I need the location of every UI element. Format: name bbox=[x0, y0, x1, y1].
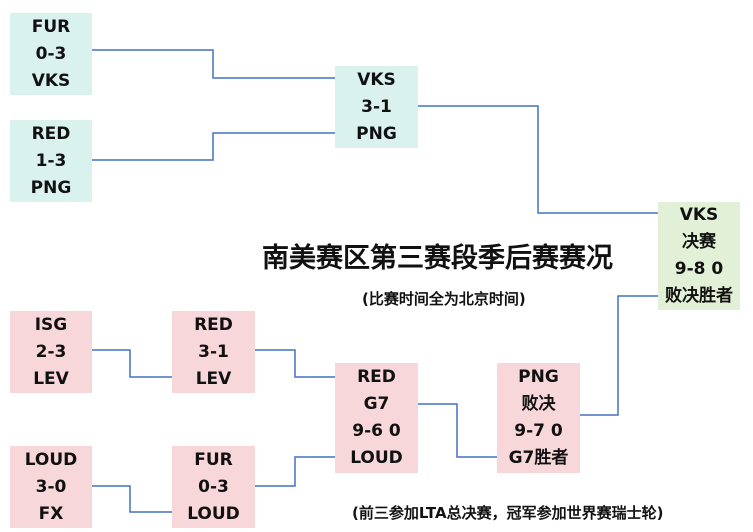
connector-red-lev bbox=[255, 349, 335, 378]
team-a: LOUD bbox=[24, 449, 78, 470]
match-fur-vks: FUR 0-3 VKS bbox=[10, 13, 92, 95]
match-red-loud-g7: RED G7 9-6 0 LOUD bbox=[335, 363, 418, 473]
connector-lower-final bbox=[580, 295, 658, 416]
team-b: LOUD bbox=[187, 503, 240, 524]
match-fur-loud: FUR 0-3 LOUD bbox=[172, 446, 255, 528]
team-b: PNG bbox=[30, 177, 72, 198]
team-a: ISG bbox=[34, 314, 68, 335]
match-loud-fx: LOUD 3-0 FX bbox=[10, 446, 92, 528]
team-a: VKS bbox=[357, 69, 396, 90]
connector-fur-vks bbox=[92, 49, 335, 79]
team-b: VKS bbox=[31, 70, 71, 91]
score: 3-1 bbox=[361, 96, 392, 117]
score: 0-3 bbox=[35, 43, 67, 64]
team-b: LEV bbox=[33, 368, 69, 389]
team-b: PNG bbox=[356, 123, 397, 144]
date: 9-8 0 bbox=[674, 259, 724, 279]
team-a: VKS bbox=[679, 205, 719, 225]
team-a: FUR bbox=[31, 16, 71, 37]
team-a: RED bbox=[31, 123, 71, 144]
connector-isg-lev bbox=[92, 349, 172, 378]
team-a: RED bbox=[194, 314, 233, 335]
team-b: LOUD bbox=[350, 448, 403, 468]
match-lower-final: PNG 败决 9-7 0 G7胜者 bbox=[497, 363, 580, 473]
team-a: PNG bbox=[518, 367, 559, 387]
team-a: FUR bbox=[194, 449, 233, 470]
score: 1-3 bbox=[35, 150, 67, 171]
score: 2-3 bbox=[35, 341, 67, 362]
match-red-lev: RED 3-1 LEV bbox=[172, 311, 255, 393]
connector-fur-loud bbox=[255, 456, 335, 487]
stage: 败决 bbox=[521, 394, 556, 414]
match-isg-lev: ISG 2-3 LEV bbox=[10, 311, 92, 393]
connector-g7 bbox=[418, 403, 497, 458]
date: 9-6 0 bbox=[352, 421, 401, 441]
match-upper-final: VKS 3-1 PNG bbox=[335, 66, 418, 148]
team-b: 败决胜者 bbox=[665, 286, 733, 306]
score: 3-1 bbox=[198, 341, 229, 362]
stage: 决赛 bbox=[682, 232, 716, 252]
team-b: LEV bbox=[195, 368, 232, 389]
page-subtitle: (比赛时间全为北京时间) bbox=[362, 290, 526, 308]
stage: G7 bbox=[363, 394, 390, 414]
connector-upper-final bbox=[418, 105, 658, 214]
date: 9-7 0 bbox=[514, 421, 563, 441]
connector-loud-fx bbox=[92, 485, 172, 513]
team-a: RED bbox=[357, 367, 396, 387]
connector-red-png bbox=[92, 132, 335, 161]
score: 0-3 bbox=[198, 476, 229, 497]
team-b: G7胜者 bbox=[508, 448, 569, 468]
page-title: 南美赛区第三赛段季后赛赛况 bbox=[262, 243, 613, 274]
score: 3-0 bbox=[35, 476, 67, 497]
team-b: FX bbox=[38, 503, 64, 524]
match-grand-final: VKS 决赛 9-8 0 败决胜者 bbox=[658, 202, 740, 310]
match-red-png: RED 1-3 PNG bbox=[10, 120, 92, 202]
footnote: (前三参加LTA总决赛，冠军参加世界赛瑞士轮) bbox=[352, 504, 664, 522]
